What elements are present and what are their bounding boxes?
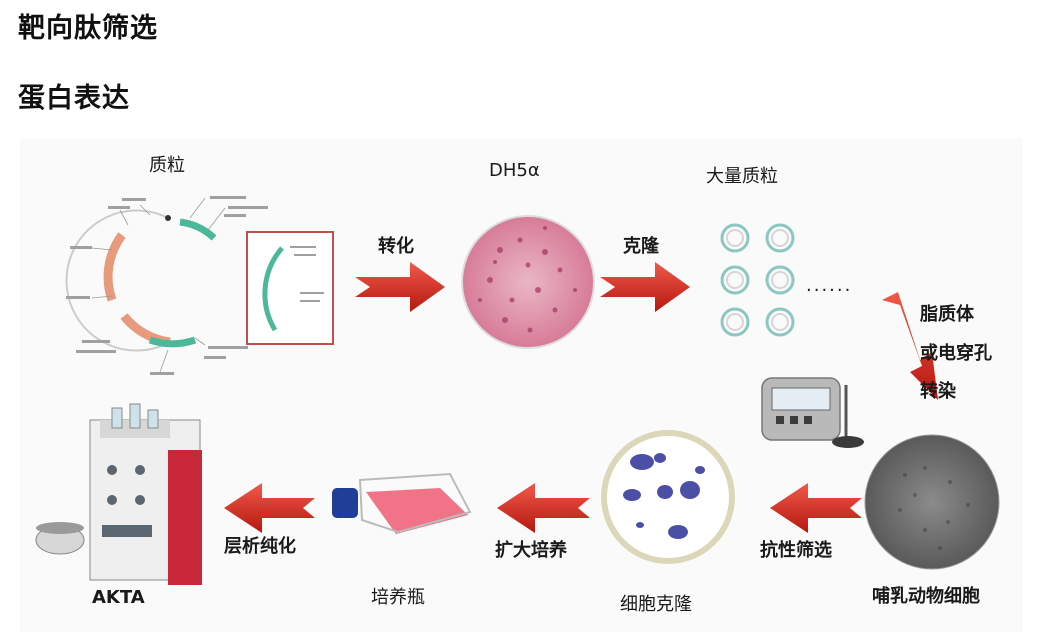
section-title: 蛋白表达: [18, 83, 130, 114]
bulk-plasmid-label: 大量质粒: [706, 166, 778, 187]
arrow-expand: [497, 483, 590, 533]
selection-step-label: 抗性筛选: [760, 540, 832, 561]
liposome-step-label: 脂质体: [920, 304, 974, 325]
mammalian-cell-dish: [864, 434, 1000, 570]
bacteria-dish: [461, 215, 595, 349]
cell-clone-label: 细胞克隆: [620, 594, 692, 615]
arrow-transfect: [882, 292, 938, 400]
arrow-clone: [600, 262, 690, 312]
plasmid-map: [65, 196, 268, 375]
akta-label: AKTA: [92, 587, 145, 608]
arrow-purify: [224, 483, 315, 533]
electroporator-device: [761, 377, 864, 448]
arrow-transform: [355, 262, 445, 312]
mammalian-cells-label: 哺乳动物细胞: [872, 586, 980, 607]
plasmid-zoom-box: [246, 231, 334, 345]
cell-clone-dish: [601, 430, 735, 564]
ellipsis-label: ......: [806, 275, 853, 296]
page-title: 靶向肽筛选: [18, 13, 158, 44]
clone-step-label: 克隆: [623, 236, 659, 257]
arrow-selection: [770, 483, 862, 533]
akta-instrument: [35, 403, 202, 585]
bulk-plasmid-cluster: [720, 223, 795, 337]
flask-label: 培养瓶: [371, 587, 425, 608]
culture-flask: [332, 472, 472, 534]
electroporation-step-label: 或电穿孔: [920, 343, 992, 364]
plasmid-label: 质粒: [149, 155, 185, 176]
purify-step-label: 层析纯化: [224, 536, 296, 557]
transform-step-label: 转化: [378, 236, 414, 257]
host-label: DH5α: [489, 160, 540, 181]
transfection-step-label: 转染: [920, 381, 956, 402]
expand-step-label: 扩大培养: [495, 540, 567, 561]
